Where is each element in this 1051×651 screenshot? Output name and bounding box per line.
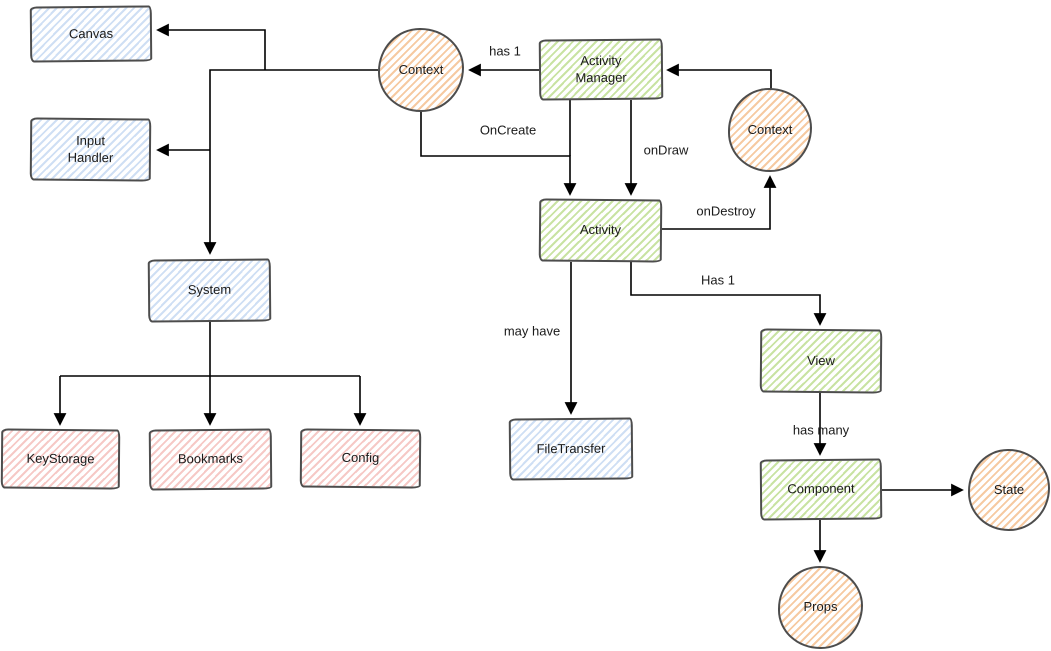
node-context-right[interactable]: Context [728,88,812,172]
node-view[interactable]: View [759,328,883,394]
edge-label-has-many: has many [792,422,850,438]
node-canvas[interactable]: Canvas [29,5,153,63]
node-state[interactable]: State [968,449,1050,531]
node-input-handler[interactable]: Input Handler [29,117,152,182]
edge-label-has-1-right: Has 1 [701,272,735,288]
node-filetransfer[interactable]: FileTransfer [508,417,634,481]
node-context-left[interactable]: Context [378,28,464,112]
node-component[interactable]: Component [759,458,883,521]
node-props[interactable]: Props [778,566,863,649]
node-activity[interactable]: Activity [538,198,663,263]
edge-label-ondestroy: onDestroy [696,203,756,219]
edge-label-has-1-top: has 1 [489,43,521,59]
edge-label-oncreate: OnCreate [479,122,537,138]
node-keystorage[interactable]: KeyStorage [0,428,121,490]
edge-label-may-have: may have [503,323,561,339]
edge-label-ondraw: onDraw [643,142,689,158]
node-config[interactable]: Config [299,428,422,489]
node-system[interactable]: System [147,258,272,323]
node-activity-manager[interactable]: Activity Manager [538,38,664,101]
node-bookmarks[interactable]: Bookmarks [148,428,273,491]
